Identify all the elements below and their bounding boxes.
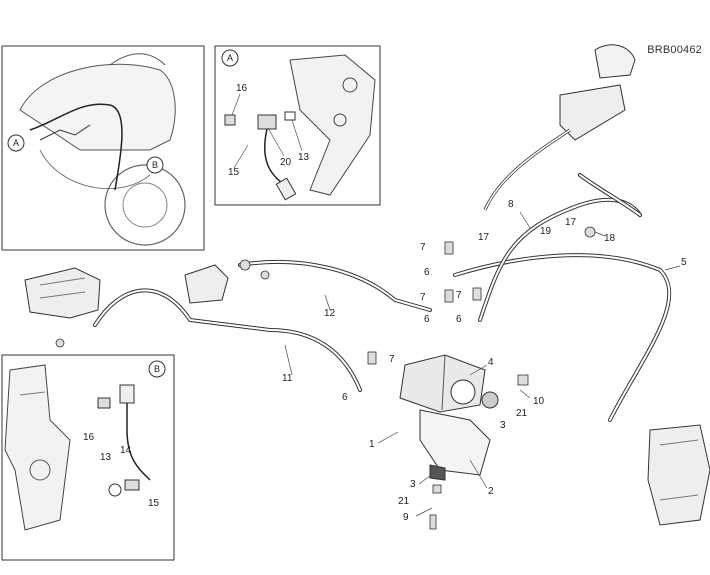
inset-detail-b: B 16 13 14 15 — [1, 354, 175, 561]
callout-7b: 7 — [420, 292, 426, 303]
overview-label-b: B — [152, 160, 158, 170]
callout-2: 2 — [488, 486, 494, 497]
main-callouts: 1 2 3 3 4 5 6 6 6 6 7 7 7 7 8 9 10 11 12… — [282, 199, 687, 523]
callout-6d: 6 — [342, 392, 348, 403]
right-caliper — [647, 424, 710, 526]
callout-7d: 7 — [389, 354, 395, 365]
callout-9: 9 — [403, 512, 409, 523]
callout-7a: 7 — [420, 242, 426, 253]
callout-6a: 6 — [424, 267, 430, 278]
callout-21b: 21 — [398, 496, 410, 507]
callout-6c: 6 — [456, 314, 462, 325]
detail-a-part-15: 15 — [228, 167, 240, 178]
callout-5: 5 — [681, 257, 687, 268]
detail-a-part-20: 20 — [280, 157, 292, 168]
callout-1: 1 — [369, 439, 375, 450]
brake-lines — [93, 173, 672, 422]
callout-17b: 17 — [565, 217, 577, 228]
callout-7c: 7 — [456, 290, 462, 301]
callout-3a: 3 — [500, 420, 506, 431]
callout-10: 10 — [533, 396, 545, 407]
callout-8: 8 — [508, 199, 514, 210]
callout-3b: 3 — [410, 479, 416, 490]
inset-overview: A B — [1, 45, 205, 251]
overview-callout-a — [7, 134, 25, 152]
detail-b-part-15: 15 — [148, 498, 160, 509]
callout-12: 12 — [324, 308, 336, 319]
leader-lines — [284, 211, 681, 517]
detail-a-part-13: 13 — [298, 152, 310, 163]
callout-4: 4 — [488, 357, 494, 368]
callout-21a: 21 — [516, 408, 528, 419]
callout-19: 19 — [540, 226, 552, 237]
callout-11: 11 — [282, 373, 293, 384]
detail-a-label: A — [227, 53, 233, 63]
callout-18: 18 — [604, 233, 616, 244]
detail-b-part-13: 13 — [100, 452, 112, 463]
detail-b-part-14: 14 — [120, 445, 132, 456]
left-caliper — [24, 267, 101, 319]
rear-master — [184, 264, 229, 304]
fittings — [55, 226, 596, 530]
detail-b-label: B — [154, 364, 160, 374]
diagram-code: BRB00462 — [647, 44, 702, 56]
callout-17a: 17 — [478, 232, 490, 243]
abs-unit — [399, 354, 499, 481]
inset-detail-a: A 16 15 20 13 — [214, 45, 381, 206]
callout-6b: 6 — [424, 314, 430, 325]
master-cylinder — [483, 44, 636, 211]
overview-label-a: A — [13, 138, 19, 148]
overview-callout-b — [146, 156, 164, 174]
detail-a-part-16: 16 — [236, 83, 248, 94]
detail-b-part-16: 16 — [83, 432, 95, 443]
